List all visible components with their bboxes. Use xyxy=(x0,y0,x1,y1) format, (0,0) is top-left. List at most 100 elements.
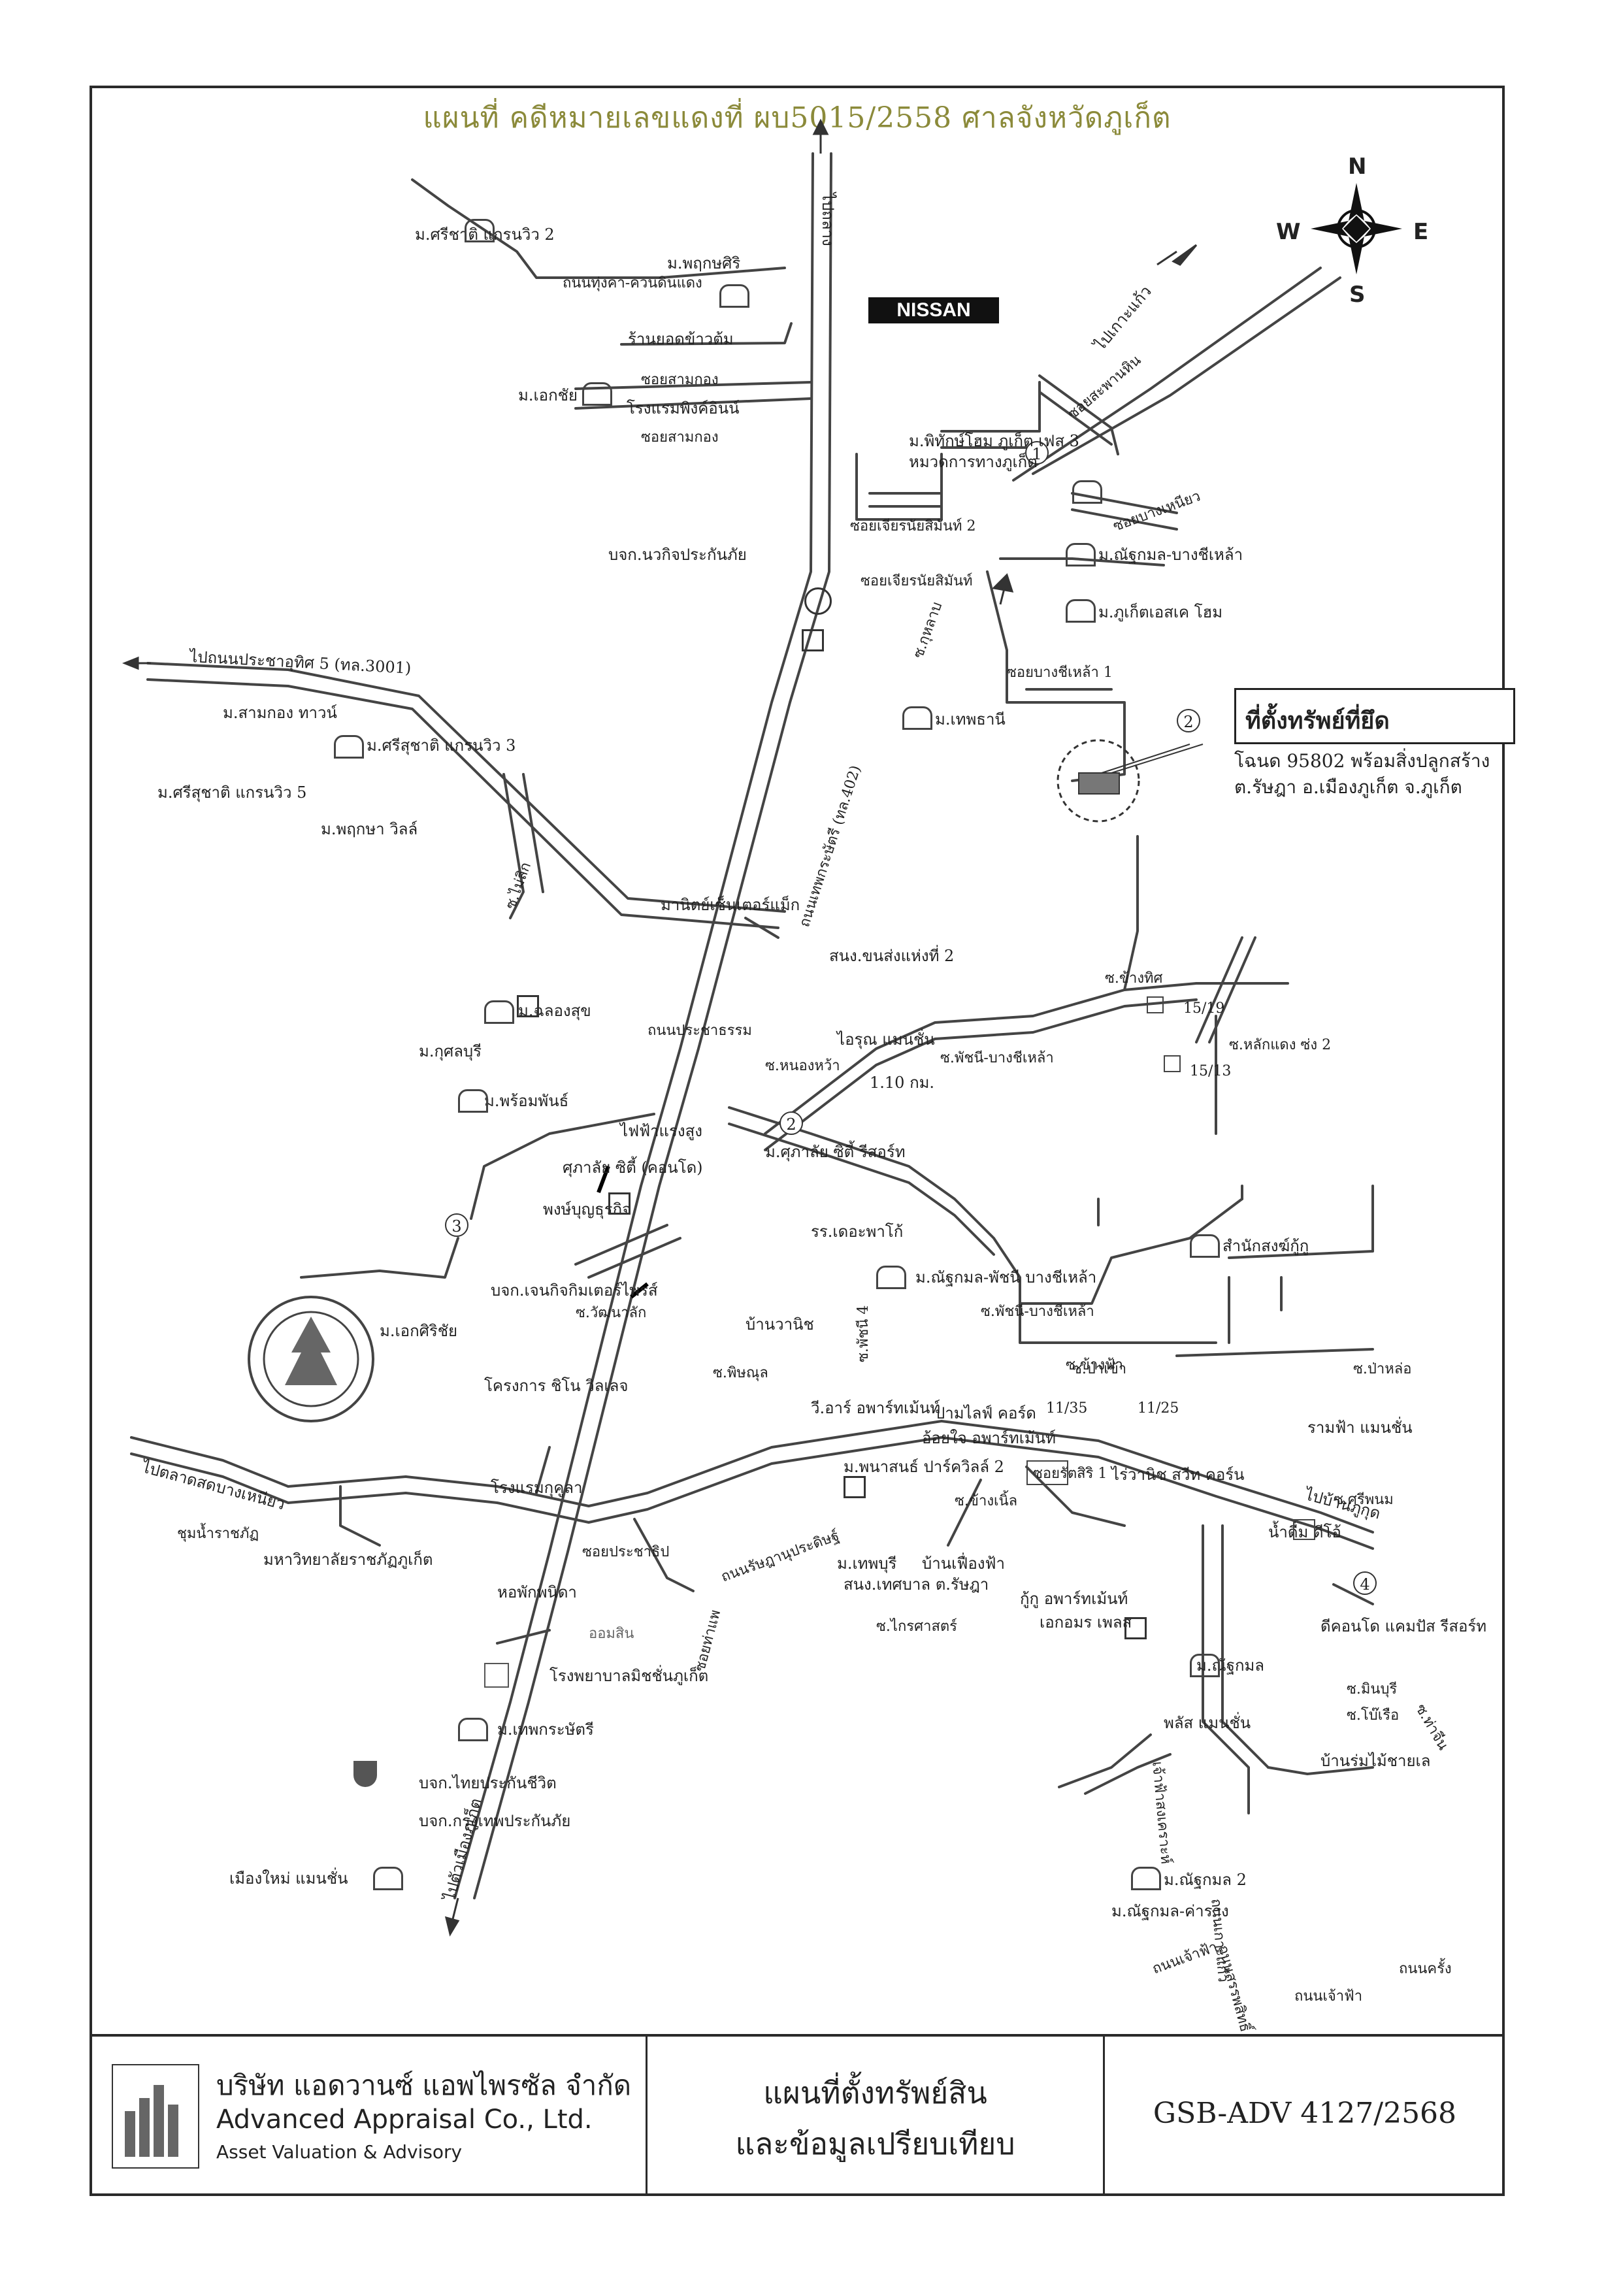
road-thepkrasattri-edge xyxy=(473,152,832,1899)
house-icon xyxy=(582,382,612,406)
label-kuk-apart: กู้กู อพาร์ทเม้นท์ xyxy=(1020,1590,1128,1608)
label-soi-phat4: ซ.พัชนี 4 xyxy=(855,1305,872,1362)
compass-e: E xyxy=(1413,219,1429,245)
label-kusol-buri: ม.กุศลบุรี xyxy=(419,1042,482,1060)
label-ban-fueng: บ้านเฟื่องฟ้า xyxy=(922,1554,1005,1573)
marker-3: 3 xyxy=(445,1213,468,1237)
label-soi-nong: ซ.หนองหว้า xyxy=(765,1058,840,1074)
label-manit: มานิตย์เซ็นเตอร์แม็ก xyxy=(661,896,800,914)
label-kim-ban: ชุมน้ำราชภัฏ xyxy=(177,1526,259,1542)
marker-2-centre: 2 xyxy=(779,1111,803,1135)
label-soi-bang-thip: ซ.ข้างฟ้า xyxy=(1066,1357,1123,1373)
label-phithak-home: ม.พิทักษ์โฮม ภูเก็ต เฟส 3 xyxy=(909,432,1079,450)
house-icon xyxy=(719,284,749,308)
label-natkamol-phat: ม.ณัฐกมล-พัชนี บางชีเหล้า xyxy=(915,1268,1097,1287)
label-plus-mansion: พลัส แมนชั่น xyxy=(1164,1714,1251,1732)
label-natkamol2: ม.ณัฐกมล 2 xyxy=(1164,1871,1247,1889)
nissan-logo-icon: NISSAN xyxy=(868,297,999,323)
label-vi-apart: วี.อาร์ อพาร์ทเม้นท์ xyxy=(811,1399,941,1417)
label-phruksa-siri: ม.พฤกษศิริ xyxy=(667,254,741,272)
company-tagline: Asset Valuation & Advisory xyxy=(216,2141,463,2163)
compass-w: W xyxy=(1276,219,1301,245)
label-road-thungkha: ถนนทุ่งคา-ควนดินแดง xyxy=(563,275,702,291)
house-icon xyxy=(1066,543,1096,566)
house-icon xyxy=(1066,599,1096,623)
label-sak-tong: สำนักสงฆ์กู้กู xyxy=(1222,1237,1309,1255)
label-jenkit: บจก.เจนกิจกิมเตอร์ไพรส์ xyxy=(491,1281,658,1300)
label-phruksa-ville: ม.พฤกษา วิลล์ xyxy=(321,820,418,838)
house-icon xyxy=(1131,1867,1161,1890)
house-small-icon xyxy=(1147,996,1164,1013)
label-house-1513: 15/13 xyxy=(1190,1063,1232,1079)
marker-4: 4 xyxy=(1353,1571,1377,1595)
house-small-icon xyxy=(1293,1519,1315,1540)
company-name-thai: บริษัท แอดวานซ์ แอพไพรซัล จำกัด xyxy=(216,2069,632,2101)
label-phongbun: พงษ์บุญธุรกิจ xyxy=(543,1200,632,1219)
label-rr-dekoh: รร.เดอะพาโก้ xyxy=(811,1222,904,1241)
subject-title: ที่ตั้งทรัพย์ที่ยึด xyxy=(1245,707,1390,734)
subject-box: ที่ตั้งทรัพย์ที่ยึด xyxy=(1234,688,1515,744)
label-aekchai: ม.เอกชัย xyxy=(518,386,578,404)
label-house-1135: 11/35 xyxy=(1046,1400,1088,1417)
seven-eleven-icon xyxy=(844,1476,866,1498)
label-krung-insure: บจก.กรุงเทพประกันภัย xyxy=(419,1812,571,1830)
subject-location: ต.รัษฎา อ.เมืองภูเก็ต จ.ภูเก็ต xyxy=(1234,776,1462,798)
company-logo-icon xyxy=(112,2064,199,2169)
house-icon xyxy=(458,1089,488,1113)
label-sri-chat-2: ม.ศรีชาติ แกรนวิว 2 xyxy=(415,225,555,244)
label-nam-dee: น้ำดื่ม ดีโอ้ xyxy=(1268,1523,1341,1541)
label-sukalai-resort: ม.ศุภาลัย ซิตี้ รีสอร์ท xyxy=(765,1143,906,1161)
label-pam-life: ปามไลฟ์ คอร์ด xyxy=(935,1404,1036,1422)
label-ban-rom: บ้านร่มไม้ชายเล xyxy=(1320,1752,1431,1770)
label-bus2: สนง.ขนส่งแห่งที่ 2 xyxy=(829,947,955,965)
label-rasada-office: สนง.เทศบาล ต.รัษฎา xyxy=(844,1575,989,1594)
label-transport: หมวดการทางภูเก็ต xyxy=(909,453,1038,471)
label-sukalai-condo: ศุภาลัย ซิตี้ (คอนโด) xyxy=(563,1158,703,1177)
label-soi-toe: ซ.ศรีพนม xyxy=(1334,1492,1394,1508)
label-soi-prachathip: ซอยประชาธิป xyxy=(582,1544,670,1560)
label-soi-pho: ซอยบางชีเหล้า 1 xyxy=(1007,664,1113,681)
label-ram-mansion: รามฟ้า แมนชั่น xyxy=(1307,1419,1413,1437)
label-sri-chat-5: ม.ศรีสุชาติ แกรนวิว 5 xyxy=(157,783,307,802)
label-oi-jai: อ้อยใจ อพาร์ทเม้นท์ xyxy=(922,1429,1056,1447)
label-soi-kao: ซ.ข้างเนิ้ล xyxy=(955,1493,1018,1509)
label-rice-shop: ร้านยอดข้าวต้ม xyxy=(628,330,734,348)
label-soi-krasa: ซ.ไกรศาสตร์ xyxy=(876,1618,957,1635)
footer: บริษัท แอดวานซ์ แอพไพรซัล จำกัด Advanced… xyxy=(92,2034,1502,2196)
seven-eleven-icon xyxy=(608,1192,631,1215)
label-phuket-plaza: ออมสิน xyxy=(589,1626,634,1642)
label-soi-sam-kong: ซอยสามกอง xyxy=(641,429,719,446)
marker-2-east: 2 xyxy=(1177,709,1200,732)
document-title-line1: แผนที่ตั้งทรัพย์สิน xyxy=(763,2075,987,2110)
label-soi-tho: ซ.ข้างทิศ xyxy=(1105,970,1163,987)
label-university: มหาวิทยาลัยราชภัฏภูเก็ต xyxy=(263,1550,433,1569)
house-icon xyxy=(1190,1234,1220,1258)
house-icon xyxy=(1190,1654,1220,1677)
road-network xyxy=(122,118,1402,1937)
label-house-1519: 15/19 xyxy=(1183,1000,1225,1017)
university-seal xyxy=(248,1296,374,1422)
house-icon xyxy=(876,1266,906,1289)
marker-1: 1 xyxy=(1025,441,1049,465)
label-power: ไฟฟ้าแรงสูง xyxy=(620,1122,702,1140)
compass-s: S xyxy=(1349,282,1366,308)
label-thepburi: ม.เทพบุรี xyxy=(837,1554,897,1573)
seven-eleven-icon xyxy=(802,629,824,651)
label-soi-phatnee-bang: ซ.พัชนี-บางชีเหล้า xyxy=(940,1050,1054,1066)
company-name-english: Advanced Appraisal Co., Ltd. xyxy=(216,2105,593,2135)
shield-logo-icon xyxy=(353,1761,377,1787)
label-soi-pa: ซ.ป่าเข้า xyxy=(1072,1361,1127,1377)
label-kuk-hotel: โรงแรมกุคูลา xyxy=(491,1479,583,1497)
hospital-cross-icon xyxy=(484,1663,509,1688)
label-road-bangkok: ถนนเจ้าฟ้า xyxy=(1294,1988,1363,2005)
map-frame: แผนที่ คดีหมายเลขแดงที่ ผบ5015/2558 ศาลจ… xyxy=(90,86,1515,2196)
label-sri-chat-3: ม.ศรีสุชาติ แกรนวิว 3 xyxy=(367,736,516,755)
seven-eleven-icon xyxy=(517,995,539,1017)
nissan-label: NISSAN xyxy=(896,299,971,321)
label-chino-village: โครงการ ชิโน วิลเลจ xyxy=(484,1377,629,1395)
label-prom-phan: ม.พร้อมพันธ์ xyxy=(484,1092,569,1110)
label-ban-wanit: บ้านวานิช xyxy=(746,1315,814,1334)
label-thepthani: ม.เทพธานี xyxy=(935,710,1006,729)
label-soi-minburi: ซ.มินบุรี xyxy=(1347,1681,1398,1697)
reference-code: GSB-ADV 4127/2568 xyxy=(1153,2097,1457,2130)
